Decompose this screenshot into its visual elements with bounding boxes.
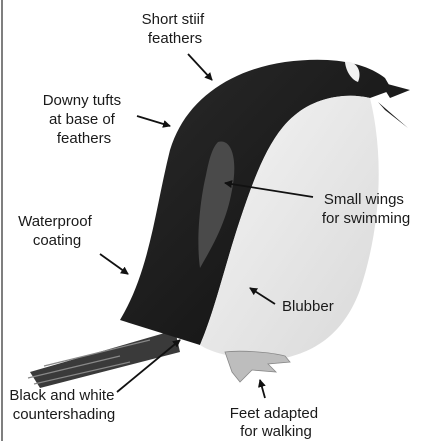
arrow-waterproof: [100, 254, 128, 274]
label-waterproof: Waterproof coating: [18, 213, 96, 249]
penguin-feet: [225, 351, 290, 382]
beak-lower: [378, 102, 408, 128]
label-blubber: Blubber: [282, 298, 334, 315]
label-stiff-feathers: Short stiif feathers: [142, 11, 209, 47]
arrow-downy-tufts: [137, 116, 170, 126]
arrow-feet: [260, 380, 265, 398]
label-downy-tufts: Downy tufts at base of feathers: [43, 92, 126, 147]
arrow-stiff-feathers: [188, 54, 212, 80]
label-countershading: Black and white countershading: [9, 387, 118, 423]
label-feet: Feet adapted for walking: [230, 405, 323, 440]
